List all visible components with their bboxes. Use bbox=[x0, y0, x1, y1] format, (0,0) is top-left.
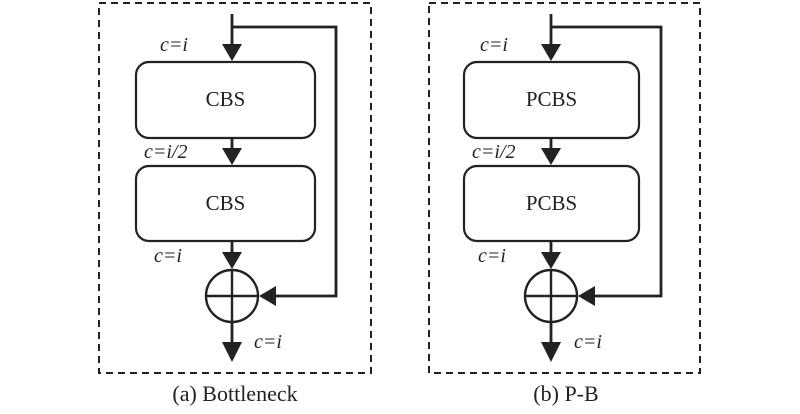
panel-a-skip-connection bbox=[232, 25, 338, 298]
panel-b-output-arrowhead bbox=[541, 342, 561, 362]
panel-b-c-mid: c=i/2 bbox=[472, 141, 516, 163]
panel-a-caption: (a) Bottleneck bbox=[172, 381, 297, 406]
panel-a-block-1-label: CBS bbox=[206, 87, 246, 111]
panel-a-block-2 bbox=[134, 164, 317, 243]
panel-b-block-2-label: PCBS bbox=[526, 191, 577, 215]
panel-a-block-2-label: CBS bbox=[206, 191, 246, 215]
panel-b-block-1-label: PCBS bbox=[526, 87, 577, 111]
panel-b-frame bbox=[428, 2, 701, 374]
panel-b: PCBS PCBS c=i c=i/2 c=i c=i (b) P-B bbox=[428, 2, 701, 406]
panel-b-caption: (b) P-B bbox=[533, 381, 598, 406]
panel-a-skip-arrowhead bbox=[259, 286, 276, 306]
panel-a-block-1 bbox=[134, 60, 317, 140]
panel-a-c-in: c=i bbox=[160, 34, 188, 56]
panel-a: CBS CBS c=i c=i/2 c=i c=i (a) Bottleneck bbox=[98, 2, 372, 406]
panel-a-c-pre-add: c=i bbox=[154, 245, 182, 267]
panel-a-mid-arrowhead bbox=[222, 148, 242, 165]
panel-b-c-out: c=i bbox=[574, 331, 602, 353]
panel-a-output-arrowhead bbox=[222, 342, 242, 362]
panel-b-pre-add-arrowhead bbox=[541, 252, 561, 269]
panel-a-pre-add-arrowhead bbox=[222, 252, 242, 269]
panel-b-input-arrowhead bbox=[541, 44, 561, 61]
panel-a-c-mid: c=i/2 bbox=[144, 141, 188, 163]
panel-b-skip-arrowhead bbox=[578, 286, 595, 306]
panel-b-c-pre-add: c=i bbox=[478, 245, 506, 267]
panel-b-skip-connection bbox=[551, 25, 663, 298]
panel-b-c-in: c=i bbox=[480, 34, 508, 56]
panel-a-input-arrowhead bbox=[222, 44, 242, 61]
panel-a-frame bbox=[98, 2, 372, 374]
panel-a-c-out: c=i bbox=[254, 331, 282, 353]
panel-b-mid-arrowhead bbox=[541, 148, 561, 165]
